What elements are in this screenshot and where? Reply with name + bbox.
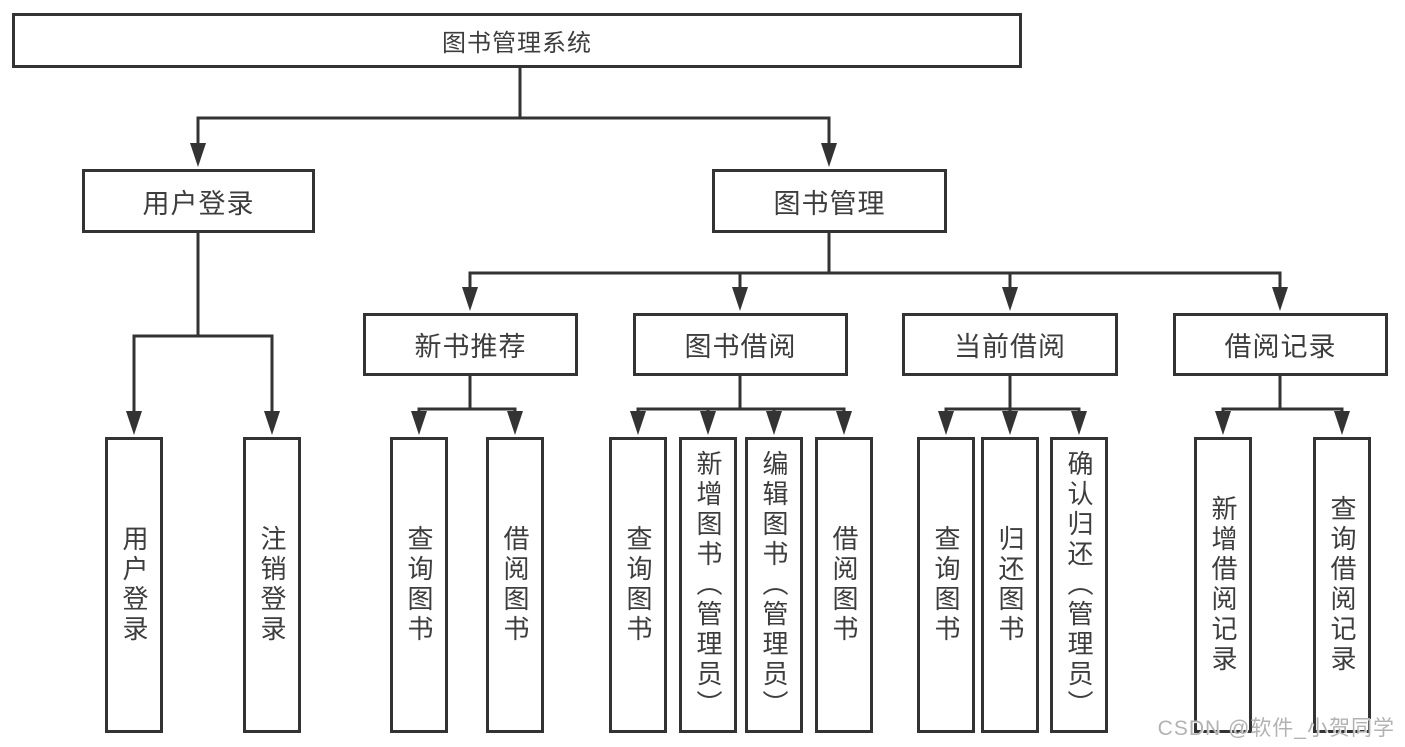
node-borrow-records: 借阅记录 <box>1173 313 1388 376</box>
leaf-add-borrow-record: 新增借阅记录 <box>1194 437 1252 733</box>
node-user-login: 用户登录 <box>82 169 315 233</box>
leaf-confirm-return-admin-label: 确认归还（管理员） <box>1064 450 1094 720</box>
node-book-management-label: 图书管理 <box>773 188 886 219</box>
leaf-logout-label: 注销登录 <box>257 525 287 645</box>
node-root: 图书管理系统 <box>12 13 1022 68</box>
connector-book-borrow-branch <box>636 375 846 413</box>
node-root-label: 图书管理系统 <box>442 30 592 57</box>
leaf-return-book: 归还图书 <box>981 437 1039 733</box>
leaf-user-login: 用户登录 <box>105 437 163 733</box>
node-book-borrow-label: 图书借阅 <box>684 332 797 362</box>
leaf-return-book-label: 归还图书 <box>995 525 1025 645</box>
leaf-query-book-borrow: 查询图书 <box>609 437 667 733</box>
node-borrow-records-label: 借阅记录 <box>1224 332 1337 362</box>
leaf-edit-book-admin: 编辑图书（管理员） <box>745 437 803 733</box>
leaf-add-book-admin: 新增图书（管理员） <box>679 437 737 733</box>
leaf-borrow-book-recommend-label: 借阅图书 <box>500 525 530 645</box>
connector-book-mgmt-branch <box>468 232 1282 290</box>
node-new-book-recommend-label: 新书推荐 <box>414 332 527 362</box>
leaf-query-borrow-record: 查询借阅记录 <box>1313 437 1371 733</box>
node-current-borrow-label: 当前借阅 <box>954 332 1066 362</box>
node-new-book-recommend: 新书推荐 <box>363 313 578 376</box>
leaf-borrow-book-recommend: 借阅图书 <box>486 437 544 733</box>
node-user-login-label: 用户登录 <box>142 188 255 219</box>
connector-user-login-branch <box>132 232 274 414</box>
leaf-borrow-book-borrow: 借阅图书 <box>815 437 873 733</box>
leaf-query-book-recommend: 查询图书 <box>390 437 448 733</box>
leaf-add-borrow-record-label: 新增借阅记录 <box>1208 495 1238 675</box>
leaf-confirm-return-admin: 确认归还（管理员） <box>1050 437 1108 733</box>
node-current-borrow: 当前借阅 <box>902 313 1118 376</box>
leaf-query-book-recommend-label: 查询图书 <box>404 525 434 645</box>
node-book-borrow: 图书借阅 <box>633 313 848 376</box>
leaf-query-book-current: 查询图书 <box>917 437 975 733</box>
watermark: CSDN @软件_小贺同学 <box>1157 717 1395 740</box>
connector-borrow-records-branch <box>1221 375 1344 413</box>
leaf-query-book-current-label: 查询图书 <box>931 525 961 645</box>
leaf-edit-book-admin-label: 编辑图书（管理员） <box>759 450 789 720</box>
leaf-user-login-label: 用户登录 <box>119 525 149 645</box>
connector-new-book-branch <box>417 375 517 413</box>
leaf-query-book-borrow-label: 查询图书 <box>623 525 653 645</box>
node-book-management: 图书管理 <box>712 169 947 233</box>
leaf-borrow-book-borrow-label: 借阅图书 <box>829 525 859 645</box>
leaf-logout: 注销登录 <box>243 437 301 733</box>
connector-current-borrow-branch <box>944 375 1081 413</box>
leaf-query-borrow-record-label: 查询借阅记录 <box>1327 495 1357 675</box>
leaf-add-book-admin-label: 新增图书（管理员） <box>693 450 723 720</box>
connector-root-to-level1 <box>196 66 831 146</box>
